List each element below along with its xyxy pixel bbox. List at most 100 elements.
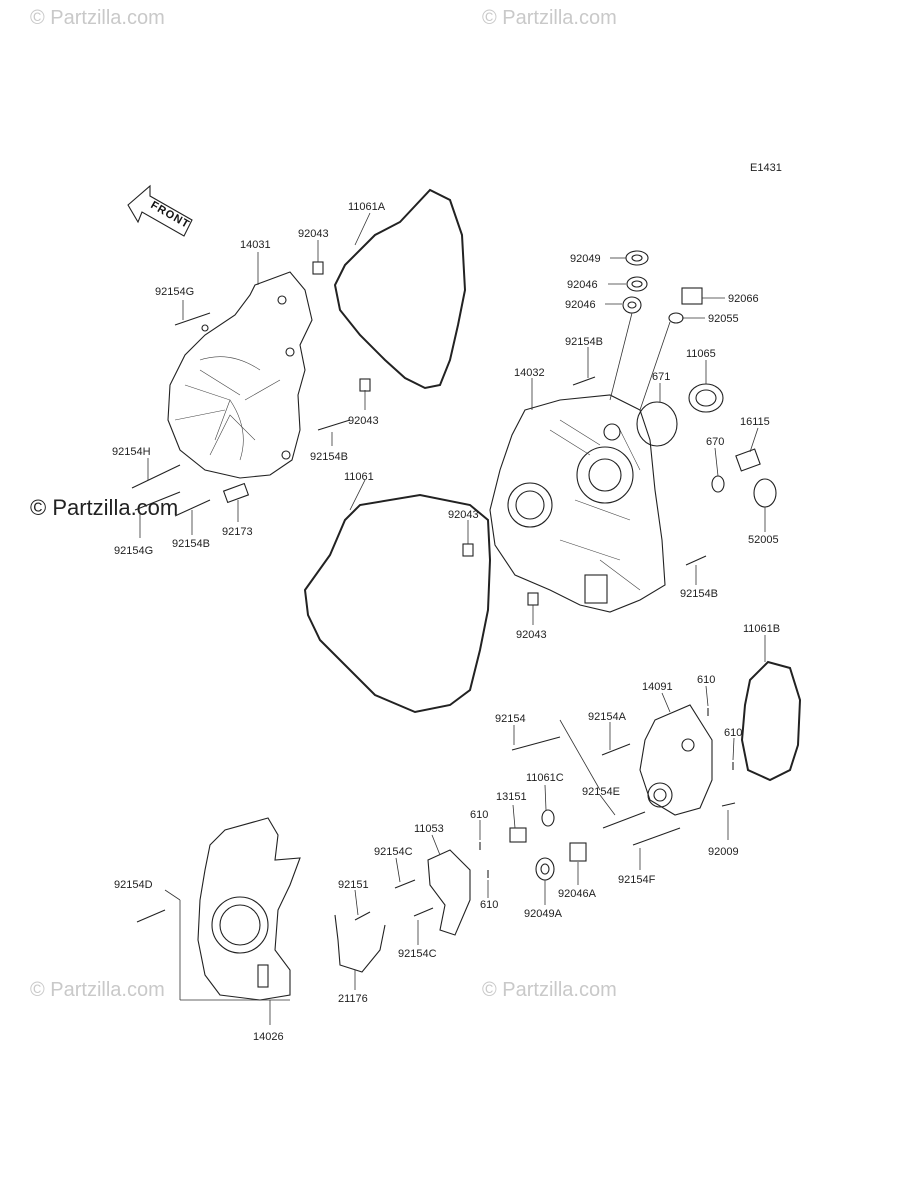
diagram-code: E1431 bbox=[750, 162, 782, 174]
label-92049A: 92049A bbox=[524, 908, 563, 920]
label-92154B-a: 92154B bbox=[310, 451, 348, 463]
label-92046-a: 92046 bbox=[567, 279, 598, 291]
label-610-b: 610 bbox=[724, 727, 742, 739]
oring-671[interactable] bbox=[636, 401, 678, 447]
label-610-a: 610 bbox=[697, 674, 715, 686]
label-92154B-b: 92154B bbox=[172, 538, 210, 550]
front-direction-arrow: FRONT bbox=[127, 184, 193, 237]
label-92154G-a: 92154G bbox=[155, 286, 194, 298]
cap-92173[interactable] bbox=[222, 482, 250, 504]
gasket-11061[interactable] bbox=[303, 493, 492, 714]
cap-11065[interactable] bbox=[688, 383, 724, 413]
bolt-92151[interactable] bbox=[354, 911, 371, 921]
bearing-92046A[interactable] bbox=[569, 842, 587, 862]
bearing-92046-b[interactable] bbox=[622, 296, 642, 314]
dowel-92043-c[interactable] bbox=[462, 543, 474, 557]
bolt-92154B-c[interactable] bbox=[572, 376, 596, 386]
left-engine-cover-14031[interactable] bbox=[167, 271, 313, 479]
bolt-92154C-b[interactable] bbox=[413, 907, 434, 917]
hose-21176[interactable] bbox=[334, 914, 386, 973]
bolt-92154F[interactable] bbox=[632, 827, 681, 846]
label-92055: 92055 bbox=[708, 313, 739, 325]
label-92154: 92154 bbox=[495, 713, 526, 725]
label-92043-b: 92043 bbox=[348, 415, 379, 427]
label-14091: 14091 bbox=[642, 681, 673, 693]
label-92154C-a: 92154C bbox=[374, 846, 413, 858]
sprocket-cover-14026[interactable] bbox=[197, 817, 301, 1001]
label-16115: 16115 bbox=[740, 416, 770, 428]
bolt-92154C-a[interactable] bbox=[394, 879, 416, 889]
label-11061C: 11061C bbox=[526, 772, 564, 784]
watermark-bottom-right: © Partzilla.com bbox=[482, 979, 617, 1001]
label-92154G-b: 92154G bbox=[114, 545, 153, 557]
bolt-92154A[interactable] bbox=[601, 743, 631, 756]
bolt-92154B-b[interactable] bbox=[174, 499, 211, 517]
label-92154A: 92154A bbox=[588, 711, 627, 723]
label-21176: 21176 bbox=[338, 993, 368, 1005]
label-92154H: 92154H bbox=[112, 446, 151, 458]
plug-16115[interactable] bbox=[735, 448, 761, 472]
label-92046A: 92046A bbox=[558, 888, 597, 900]
label-14031: 14031 bbox=[240, 239, 271, 251]
bolt-92154B-a[interactable] bbox=[317, 419, 351, 431]
label-14032: 14032 bbox=[514, 367, 545, 379]
seal-92049A[interactable] bbox=[535, 857, 555, 881]
bolt-92154G-a[interactable] bbox=[174, 312, 211, 326]
sensor-13151[interactable] bbox=[509, 827, 527, 843]
bolt-92009[interactable] bbox=[721, 802, 736, 807]
dowel-92043-b[interactable] bbox=[359, 378, 371, 392]
label-92049: 92049 bbox=[570, 253, 601, 265]
label-671: 671 bbox=[652, 371, 670, 383]
bolt-92154G-b[interactable] bbox=[134, 491, 181, 511]
bolt-92154D[interactable] bbox=[136, 909, 166, 923]
gasket-11061B[interactable] bbox=[740, 660, 802, 782]
right-engine-cover-14032[interactable] bbox=[489, 394, 666, 613]
label-11061B: 11061B bbox=[743, 623, 780, 635]
label-11065: 11065 bbox=[686, 348, 716, 360]
label-52005: 52005 bbox=[748, 534, 779, 546]
pump-cover-14091[interactable] bbox=[639, 704, 713, 816]
leader-lines bbox=[139, 212, 766, 1025]
label-92154B-d: 92154B bbox=[680, 588, 718, 600]
bearing-92049[interactable] bbox=[625, 250, 649, 266]
dowel-92043-d[interactable] bbox=[527, 592, 539, 606]
label-92154F: 92154F bbox=[618, 874, 656, 886]
plug-92066[interactable] bbox=[681, 287, 703, 305]
oring-92055[interactable] bbox=[668, 312, 684, 324]
label-92046-b: 92046 bbox=[565, 299, 596, 311]
oring-11061C[interactable] bbox=[541, 809, 555, 827]
label-11061A: 11061A bbox=[348, 201, 386, 213]
label-92154C-b: 92154C bbox=[398, 948, 437, 960]
label-14026: 14026 bbox=[253, 1031, 284, 1043]
bearing-92046-a[interactable] bbox=[626, 276, 648, 292]
label-92009: 92009 bbox=[708, 846, 739, 858]
watermark-top-right: © Partzilla.com bbox=[482, 7, 617, 29]
label-92043-a: 92043 bbox=[298, 228, 329, 240]
seal-52005[interactable] bbox=[753, 478, 777, 508]
bolt-92154B-d[interactable] bbox=[685, 555, 707, 566]
label-11053: 11053 bbox=[414, 823, 444, 835]
watermark-middle-left: © Partzilla.com bbox=[30, 495, 178, 520]
bolt-92154E[interactable] bbox=[602, 811, 646, 829]
label-92066: 92066 bbox=[728, 293, 759, 305]
bolt-92154H[interactable] bbox=[131, 464, 181, 489]
gasket-11061A[interactable] bbox=[333, 188, 467, 390]
label-92151: 92151 bbox=[338, 879, 369, 891]
label-610-c: 610 bbox=[470, 809, 488, 821]
label-92154E: 92154E bbox=[582, 786, 620, 798]
bracket-11053[interactable] bbox=[427, 849, 471, 936]
label-92173: 92173 bbox=[222, 526, 253, 538]
label-92043-c: 92043 bbox=[448, 509, 479, 521]
watermark-top-left: © Partzilla.com bbox=[30, 7, 165, 29]
label-670: 670 bbox=[706, 436, 724, 448]
bolt-92154[interactable] bbox=[511, 736, 561, 751]
label-92154D: 92154D bbox=[114, 879, 153, 891]
label-11061: 11061 bbox=[344, 471, 374, 483]
label-610-d: 610 bbox=[480, 899, 498, 911]
dowel-92043-a[interactable] bbox=[312, 261, 324, 275]
oring-670[interactable] bbox=[711, 475, 725, 493]
label-92043-d: 92043 bbox=[516, 629, 547, 641]
watermark-bottom-left: © Partzilla.com bbox=[30, 979, 165, 1001]
